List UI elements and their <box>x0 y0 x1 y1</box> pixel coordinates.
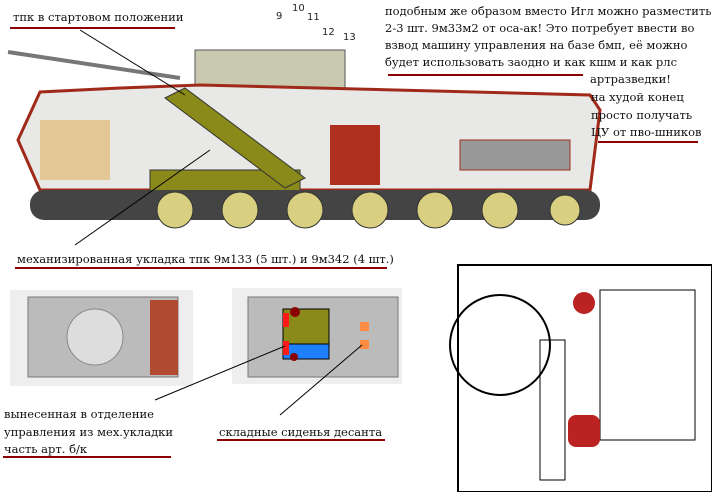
top-view-original <box>10 290 193 386</box>
callout-number: 9 <box>276 11 283 22</box>
launch-position-label: тпк в стартовом положении <box>13 10 184 24</box>
top-view-modified <box>154 288 402 416</box>
underline <box>3 456 171 458</box>
top-view-drawing <box>449 264 712 492</box>
moved-ammo-line: часть арт. б/к <box>4 442 88 456</box>
underline <box>15 267 387 269</box>
note-line: на худой конец <box>591 90 684 104</box>
leader-line <box>74 149 211 246</box>
underline <box>217 439 385 441</box>
callout-number: 12 <box>322 27 335 38</box>
road-wheels <box>156 191 581 229</box>
underline <box>598 141 698 143</box>
note-line: 2-3 шт. 9м33м2 от оса-ак! Это потребует … <box>385 21 695 35</box>
callout-number: 11 <box>307 12 320 23</box>
note-line: подобным же образом вместо Игл можно раз… <box>385 4 712 18</box>
underline <box>388 74 583 76</box>
moved-ammo-line: управления из мех.укладки <box>4 425 174 439</box>
callout-number: 13 <box>343 32 356 43</box>
moved-ammo-line: вынесенная в отделение <box>4 407 154 421</box>
note-line: просто получать <box>591 108 693 122</box>
folding-seats-label: складные сиденья десанта <box>219 425 383 439</box>
underline <box>10 27 175 29</box>
leader-line <box>79 29 186 96</box>
callout-number: 10 <box>292 3 305 14</box>
note-line: взвод машину управления на базе бмп, её … <box>385 38 688 52</box>
note-line: артразведки! <box>590 72 671 86</box>
note-line: будет использовать заодно и как кшм и ка… <box>385 55 678 69</box>
note-line: ЦУ от пво-шников <box>591 125 702 139</box>
mechanized-stowage-label: механизированная укладка тпк 9м133 (5 шт… <box>17 252 394 266</box>
